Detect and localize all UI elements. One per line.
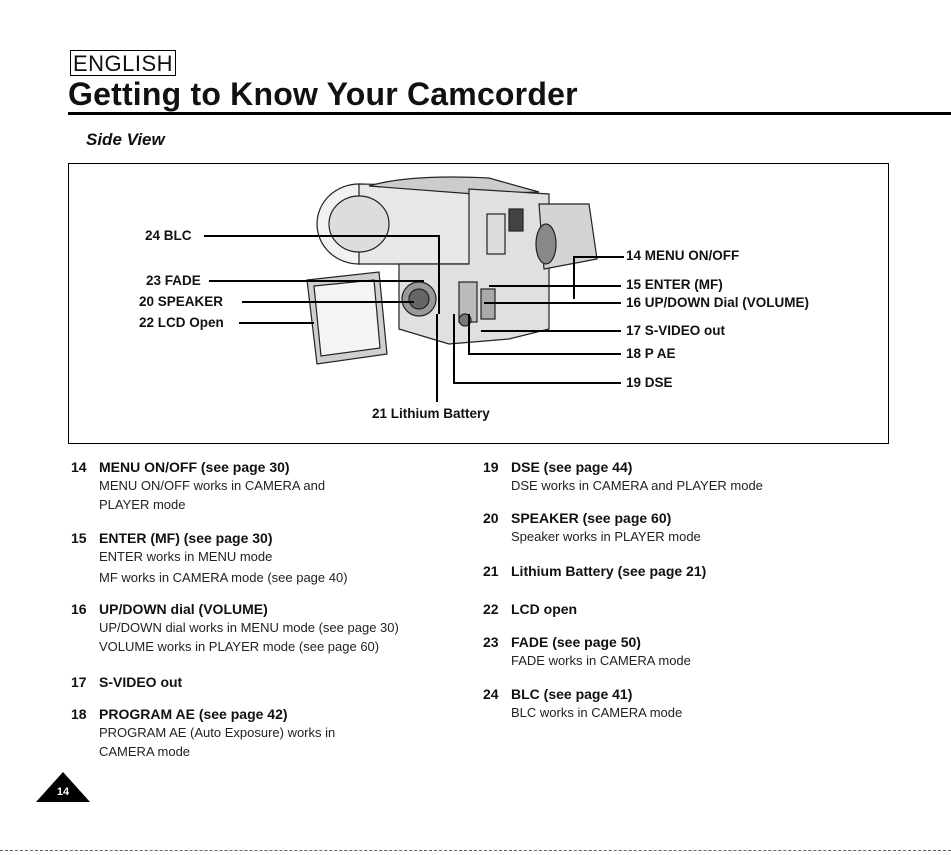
item-heading: LCD open — [511, 601, 578, 617]
item-text: PROGRAM AE (Auto Exposure) works in — [99, 725, 336, 740]
label-blc: 24 BLC — [145, 228, 192, 243]
label-fade: 23 FADE — [146, 273, 201, 288]
item-text: VOLUME works in PLAYER mode (see page 60… — [99, 639, 380, 654]
item-text: PLAYER mode — [99, 497, 186, 512]
item-text: FADE works in CAMERA mode — [511, 653, 691, 668]
page-triangle-icon — [36, 772, 90, 802]
item-text: Speaker works in PLAYER mode — [511, 529, 701, 544]
item-text: UP/DOWN dial works in MENU mode (see pag… — [99, 620, 399, 635]
label-lithium-battery: 21 Lithium Battery — [372, 406, 490, 421]
camcorder-illustration — [204, 176, 624, 402]
label-p-ae: 18 P AE — [626, 346, 676, 361]
item-number: 22 — [483, 601, 499, 617]
item-heading: ENTER (MF) (see page 30) — [99, 530, 273, 546]
item-heading: FADE (see page 50) — [511, 634, 641, 650]
item-number: 14 — [71, 459, 87, 475]
page-number: 14 — [56, 786, 70, 798]
item-text: MENU ON/OFF works in CAMERA and — [99, 478, 326, 493]
item-text: CAMERA mode — [99, 744, 191, 759]
page-title: Getting to Know Your Camcorder — [68, 76, 578, 112]
item-heading: DSE (see page 44) — [511, 459, 633, 475]
side-view-diagram: 24 BLC 23 FADE 20 SPEAKER 22 LCD Open 14… — [68, 163, 889, 444]
item-text: DSE works in CAMERA and PLAYER mode — [511, 478, 763, 493]
label-menu-onoff: 14 MENU ON/OFF — [626, 248, 740, 263]
item-number: 18 — [71, 706, 87, 722]
item-number: 24 — [483, 686, 499, 702]
language-badge: ENGLISH — [70, 50, 176, 76]
item-number: 21 — [483, 563, 499, 579]
title-rule — [68, 112, 951, 115]
item-text: BLC works in CAMERA mode — [511, 705, 683, 720]
label-s-video: 17 S-VIDEO out — [626, 323, 726, 338]
item-number: 16 — [71, 601, 87, 617]
item-text: MF works in CAMERA mode (see page 40) — [99, 570, 348, 585]
item-heading: MENU ON/OFF (see page 30) — [99, 459, 290, 475]
label-dse: 19 DSE — [626, 375, 673, 390]
item-number: 19 — [483, 459, 499, 475]
label-updown-dial: 16 UP/DOWN Dial (VOLUME) — [626, 295, 810, 310]
label-enter-mf: 15 ENTER (MF) — [626, 277, 723, 292]
item-heading: Lithium Battery (see page 21) — [511, 563, 707, 579]
item-heading: PROGRAM AE (see page 42) — [99, 706, 288, 722]
item-heading: BLC (see page 41) — [511, 686, 633, 702]
label-lcd-open: 22 LCD Open — [139, 315, 224, 330]
item-heading: UP/DOWN dial (VOLUME) — [99, 601, 268, 617]
item-heading: SPEAKER (see page 60) — [511, 510, 672, 526]
label-speaker: 20 SPEAKER — [139, 294, 224, 309]
page-bottom-edge — [0, 850, 951, 851]
item-text: ENTER works in MENU mode — [99, 549, 273, 564]
item-heading: S-VIDEO out — [99, 674, 183, 690]
item-number: 15 — [71, 530, 87, 546]
section-heading: Side View — [86, 130, 165, 149]
item-number: 20 — [483, 510, 499, 526]
item-number: 17 — [71, 674, 87, 690]
item-number: 23 — [483, 634, 499, 650]
